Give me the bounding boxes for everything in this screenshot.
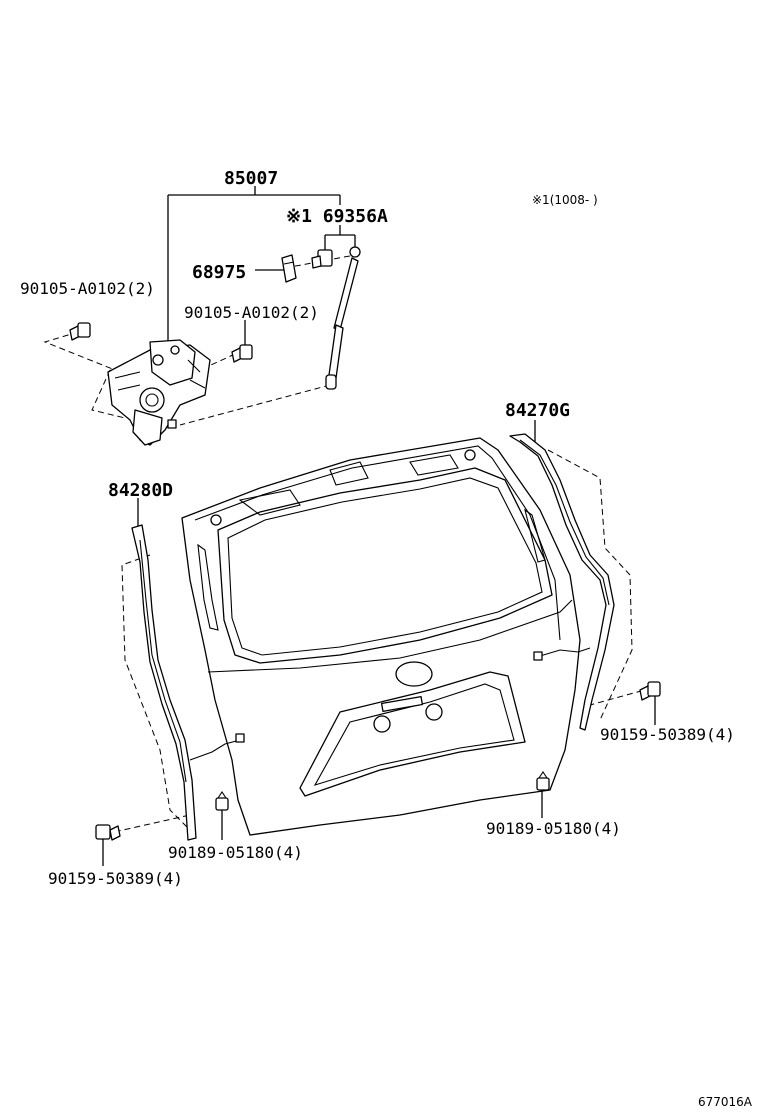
note-text: ※1(1008- ) bbox=[532, 193, 598, 207]
wiring bbox=[189, 647, 591, 761]
back-door-panel bbox=[181, 437, 581, 836]
leader-lines bbox=[102, 186, 656, 866]
label-bracket-group: ※1 69356A bbox=[286, 206, 388, 227]
label-seal-right: 84270G bbox=[505, 400, 570, 421]
bolt-mid-icon bbox=[231, 344, 253, 363]
right-weatherstrip bbox=[509, 433, 615, 731]
clip-left-icon bbox=[215, 791, 229, 811]
clip-right-icon bbox=[536, 771, 550, 791]
label-clip-right: 90189-05180(4) bbox=[486, 819, 621, 838]
label-screw-left: 90159-50389(4) bbox=[48, 869, 183, 888]
bolt-left-icon bbox=[69, 322, 91, 341]
screw-right-icon bbox=[639, 681, 661, 701]
label-clip-left: 90189-05180(4) bbox=[168, 843, 303, 862]
actuator-assembly bbox=[107, 339, 211, 446]
left-weatherstrip bbox=[131, 524, 197, 841]
figure-id: 677016A bbox=[698, 1095, 753, 1109]
bracket-icon bbox=[281, 254, 297, 283]
label-bracket: 68975 bbox=[192, 262, 246, 283]
label-bolt-left: 90105-A0102(2) bbox=[20, 279, 155, 298]
label-bolt-mid: 90105-A0102(2) bbox=[184, 303, 319, 322]
connector-icon bbox=[311, 246, 361, 269]
damper-stay-icon bbox=[325, 257, 359, 390]
label-actuator: 85007 bbox=[224, 168, 278, 189]
label-seal-left: 84280D bbox=[108, 480, 173, 501]
screw-left-icon bbox=[95, 824, 121, 841]
label-screw-right: 90159-50389(4) bbox=[600, 725, 735, 744]
